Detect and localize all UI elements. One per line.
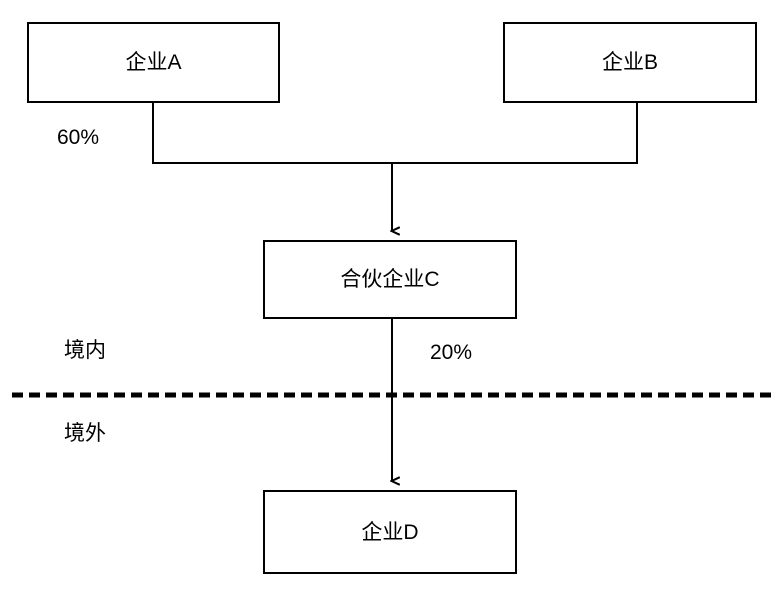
node-enterprise-a[interactable]: 企业A bbox=[27, 22, 280, 103]
node-enterprise-b-label: 企业B bbox=[601, 51, 658, 74]
node-enterprise-d-label: 企业D bbox=[361, 520, 419, 544]
region-label-overseas: 境外 bbox=[64, 422, 106, 445]
edge-label-c-to-d-percent: 20% bbox=[430, 341, 473, 364]
node-enterprise-d[interactable]: 企业D bbox=[263, 490, 517, 574]
node-partnership-c[interactable]: 合伙企业C bbox=[263, 240, 517, 319]
node-enterprise-b[interactable]: 企业B bbox=[503, 22, 757, 103]
edge-label-a-to-c-percent: 60% bbox=[57, 126, 100, 149]
region-label-domestic: 境内 bbox=[64, 339, 106, 362]
node-partnership-c-label: 合伙企业C bbox=[340, 268, 440, 291]
node-enterprise-a-label: 企业A bbox=[125, 51, 182, 74]
